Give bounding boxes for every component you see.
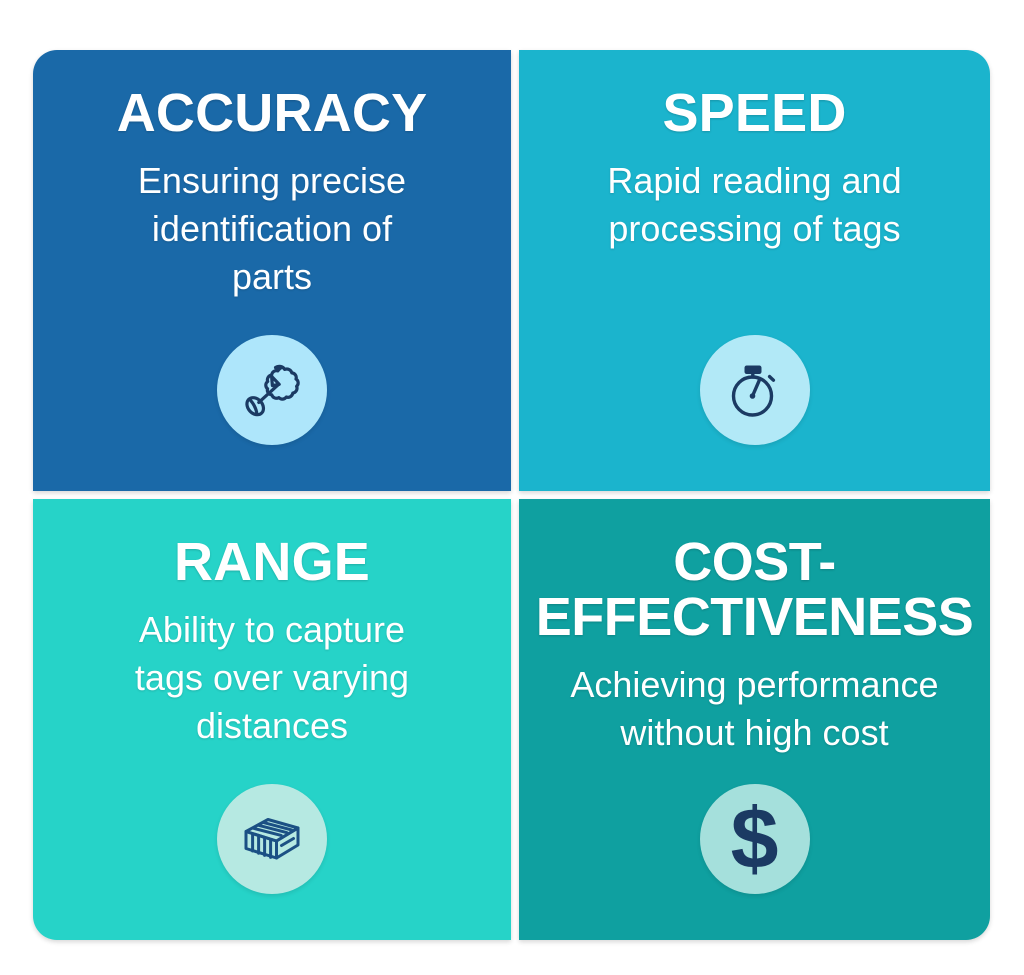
panel-accuracy-title: ACCURACY xyxy=(116,83,428,143)
accuracy-icon-circle xyxy=(217,335,327,445)
speed-icon-circle xyxy=(699,335,810,445)
panel-accuracy-description: Ensuring precise identification of parts xyxy=(137,160,407,297)
panel-range-title: RANGE xyxy=(173,532,370,592)
panel-cost: COST-EFFECTIVENESS Achieving performance… xyxy=(519,499,990,940)
range-icon-circle xyxy=(217,784,327,894)
dollar-sign-icon: $ xyxy=(730,791,779,887)
panel-range-description: Ability to capture tags over varying dis… xyxy=(134,609,410,746)
panel-grid: ACCURACY Ensuring precise identification… xyxy=(33,50,990,940)
panel-speed-description: Rapid reading and processing of tags xyxy=(607,160,902,249)
panel-cost-title: COST-EFFECTIVENESS xyxy=(535,532,974,648)
shipping-container-icon xyxy=(240,807,304,871)
panel-speed: SPEED Rapid reading and processing of ta… xyxy=(519,50,990,491)
panel-range: RANGE Ability to capture tags over varyi… xyxy=(33,499,511,940)
cost-icon-circle: $ xyxy=(699,784,810,894)
panel-accuracy: ACCURACY Ensuring precise identification… xyxy=(33,50,511,491)
stopwatch-icon xyxy=(724,359,786,421)
panel-speed-title: SPEED xyxy=(662,83,847,143)
dart-target-icon xyxy=(241,359,303,421)
panel-cost-description: Achieving performance without high cost xyxy=(570,664,939,754)
